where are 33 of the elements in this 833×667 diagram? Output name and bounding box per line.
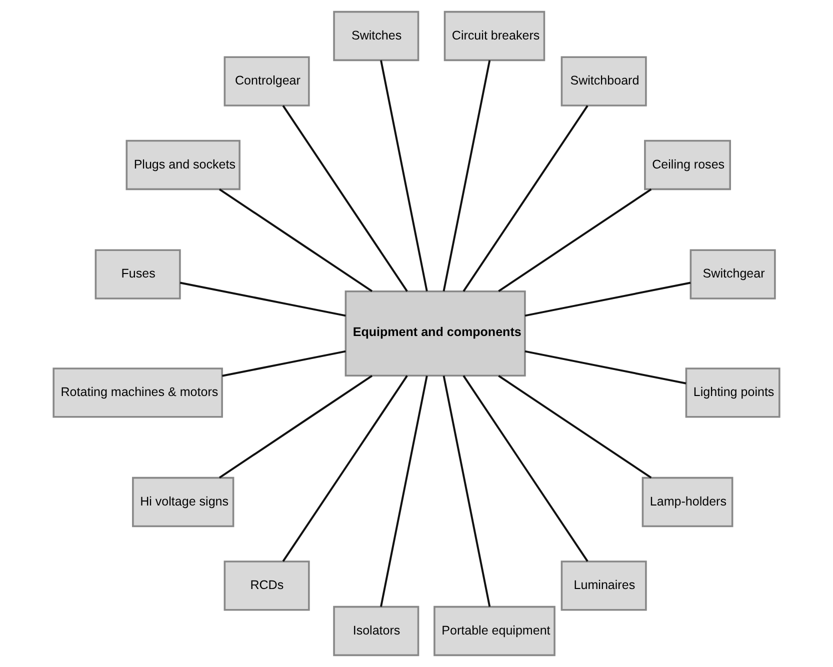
node-box: Rotating machines & motors — [52, 368, 223, 418]
node-box: Portable equipment — [434, 606, 556, 656]
connector — [524, 282, 691, 317]
connector — [462, 375, 588, 562]
connector — [498, 188, 652, 292]
node-box: Controlgear — [224, 56, 310, 106]
node-box: Switchboard — [560, 56, 647, 106]
connector — [380, 60, 428, 292]
node-box: Lighting points — [685, 368, 780, 418]
connector — [442, 60, 491, 292]
node-box: Fuses — [94, 249, 181, 300]
node-box: Switches — [333, 10, 420, 62]
connector — [222, 350, 346, 377]
node-box: Ceiling roses — [644, 140, 731, 190]
connector — [180, 282, 346, 317]
node-box: RCDs — [224, 560, 310, 611]
connector — [380, 376, 428, 607]
node-box: Equipment and components — [344, 290, 526, 377]
connector — [524, 350, 686, 384]
node-box: Hi voltage signs — [132, 476, 234, 528]
connector — [282, 375, 408, 562]
node-box: Lamp-holders — [642, 476, 734, 528]
connector — [498, 374, 652, 479]
connector — [462, 105, 588, 292]
connector — [282, 105, 408, 292]
node-box: Luminaires — [560, 560, 647, 611]
node-box: Switchgear — [690, 249, 776, 300]
connector — [218, 374, 373, 479]
node-box: Plugs and sockets — [126, 140, 240, 190]
connector — [442, 376, 491, 607]
node-box: Circuit breakers — [444, 10, 546, 62]
connector — [218, 188, 373, 292]
node-box: Isolators — [333, 606, 420, 656]
